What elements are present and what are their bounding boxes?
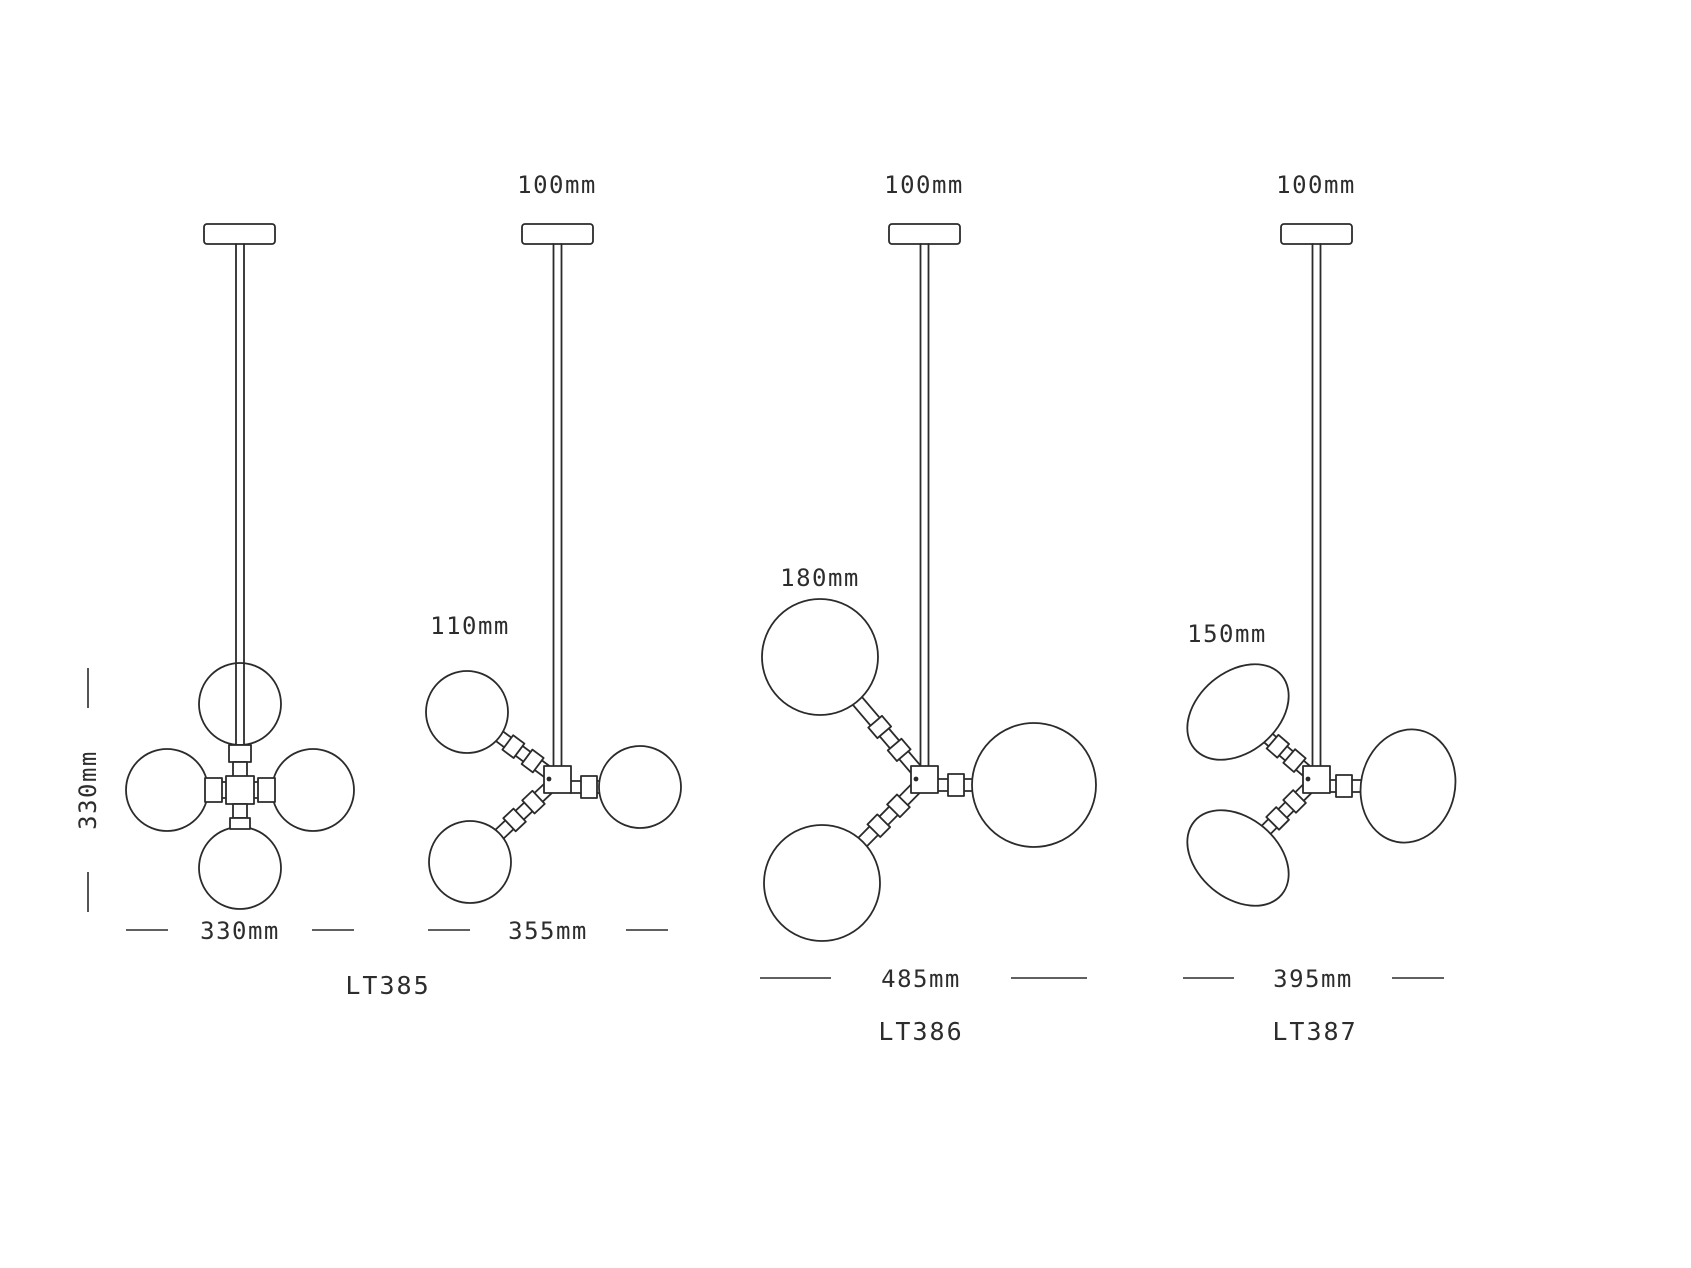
canopy-dim-text: 100mm xyxy=(1276,171,1356,199)
ceiling-canopy xyxy=(1280,223,1353,245)
arm-fitting xyxy=(1282,748,1307,773)
set-screw-dot xyxy=(1305,776,1311,782)
globe-lower-left xyxy=(763,824,881,942)
set-screw-dot xyxy=(913,776,919,782)
ceiling-canopy xyxy=(888,223,961,245)
globe-right xyxy=(271,748,355,832)
arm-fitting xyxy=(1282,789,1307,814)
fixture-lt385-front-view xyxy=(125,223,355,910)
fixture-lt387: 100mm xyxy=(1186,171,1457,907)
arm-pipe xyxy=(851,695,922,775)
canopy-dim-text: 100mm xyxy=(517,171,597,199)
width-dim-text: 485mm xyxy=(881,965,961,993)
disc-shade-lower-left xyxy=(1186,809,1290,907)
arm-fitting xyxy=(1265,806,1290,831)
arm-upper-left xyxy=(1261,731,1312,777)
width-dim-text: 395mm xyxy=(1273,965,1353,993)
globe-upper-left xyxy=(761,598,879,716)
height-dim-text: 330mm xyxy=(74,750,102,830)
globe-left xyxy=(125,748,209,832)
arm-right-fitting xyxy=(580,775,598,799)
dimensions-lt385-front: 330mm 330mm LT385 xyxy=(74,668,430,1000)
shade-dim-text: 150mm xyxy=(1187,620,1267,648)
fitting-top-outer xyxy=(228,744,252,763)
fitting-right xyxy=(257,777,276,803)
fixture-lt385-three-arm-view: 100mm xyxy=(425,171,682,904)
dimensions-lt386: 180mm 485mm LT386 xyxy=(760,564,1087,1046)
arm-right-fitting xyxy=(1335,774,1353,798)
arm-pipe xyxy=(493,729,553,779)
arm-pipe xyxy=(856,783,921,848)
arm-fitting xyxy=(867,714,892,740)
width-dim-text: 355mm xyxy=(508,917,588,945)
arm-fitting xyxy=(501,734,526,759)
arm-fitting xyxy=(886,793,911,819)
globe-right xyxy=(971,722,1097,848)
disc-shade-right xyxy=(1359,728,1457,844)
arm-fitting xyxy=(866,813,892,838)
globe-dim-text: 110mm xyxy=(430,612,510,640)
arm-upper-left xyxy=(851,695,922,775)
arm-fitting xyxy=(886,737,912,762)
globe-bottom xyxy=(198,826,282,910)
dimensions-lt385-three-arm: 110mm 355mm xyxy=(428,612,668,945)
ceiling-canopy xyxy=(203,223,276,245)
disc-shade-upper-left xyxy=(1186,663,1290,761)
ceiling-canopy xyxy=(521,223,594,245)
dimensions-lt387: 150mm 395mm LT387 xyxy=(1183,620,1444,1046)
globe-upper-left xyxy=(425,670,509,754)
center-hub xyxy=(225,775,255,805)
fitting-bottom-inner xyxy=(232,803,248,819)
globe-dim-text: 180mm xyxy=(780,564,860,592)
arm-right-fitting xyxy=(947,773,965,797)
product-label-lt386: LT386 xyxy=(878,1017,963,1046)
product-label-lt387: LT387 xyxy=(1272,1017,1357,1046)
width-dim-text: 330mm xyxy=(200,917,280,945)
arm-fitting xyxy=(502,807,527,833)
globe-lower-left xyxy=(428,820,512,904)
arm-fitting xyxy=(1265,733,1290,759)
fitting-left xyxy=(204,777,223,803)
globe-right xyxy=(598,745,682,829)
arm-fitting xyxy=(521,789,546,815)
canopy-dim-text: 100mm xyxy=(884,171,964,199)
product-label-lt385: LT385 xyxy=(345,971,430,1000)
fixture-lt386: 100mm xyxy=(761,171,1097,942)
arm-fitting xyxy=(520,748,545,774)
fitting-bottom-outer xyxy=(229,817,251,830)
globe-top xyxy=(198,662,282,746)
set-screw-dot xyxy=(546,776,552,782)
